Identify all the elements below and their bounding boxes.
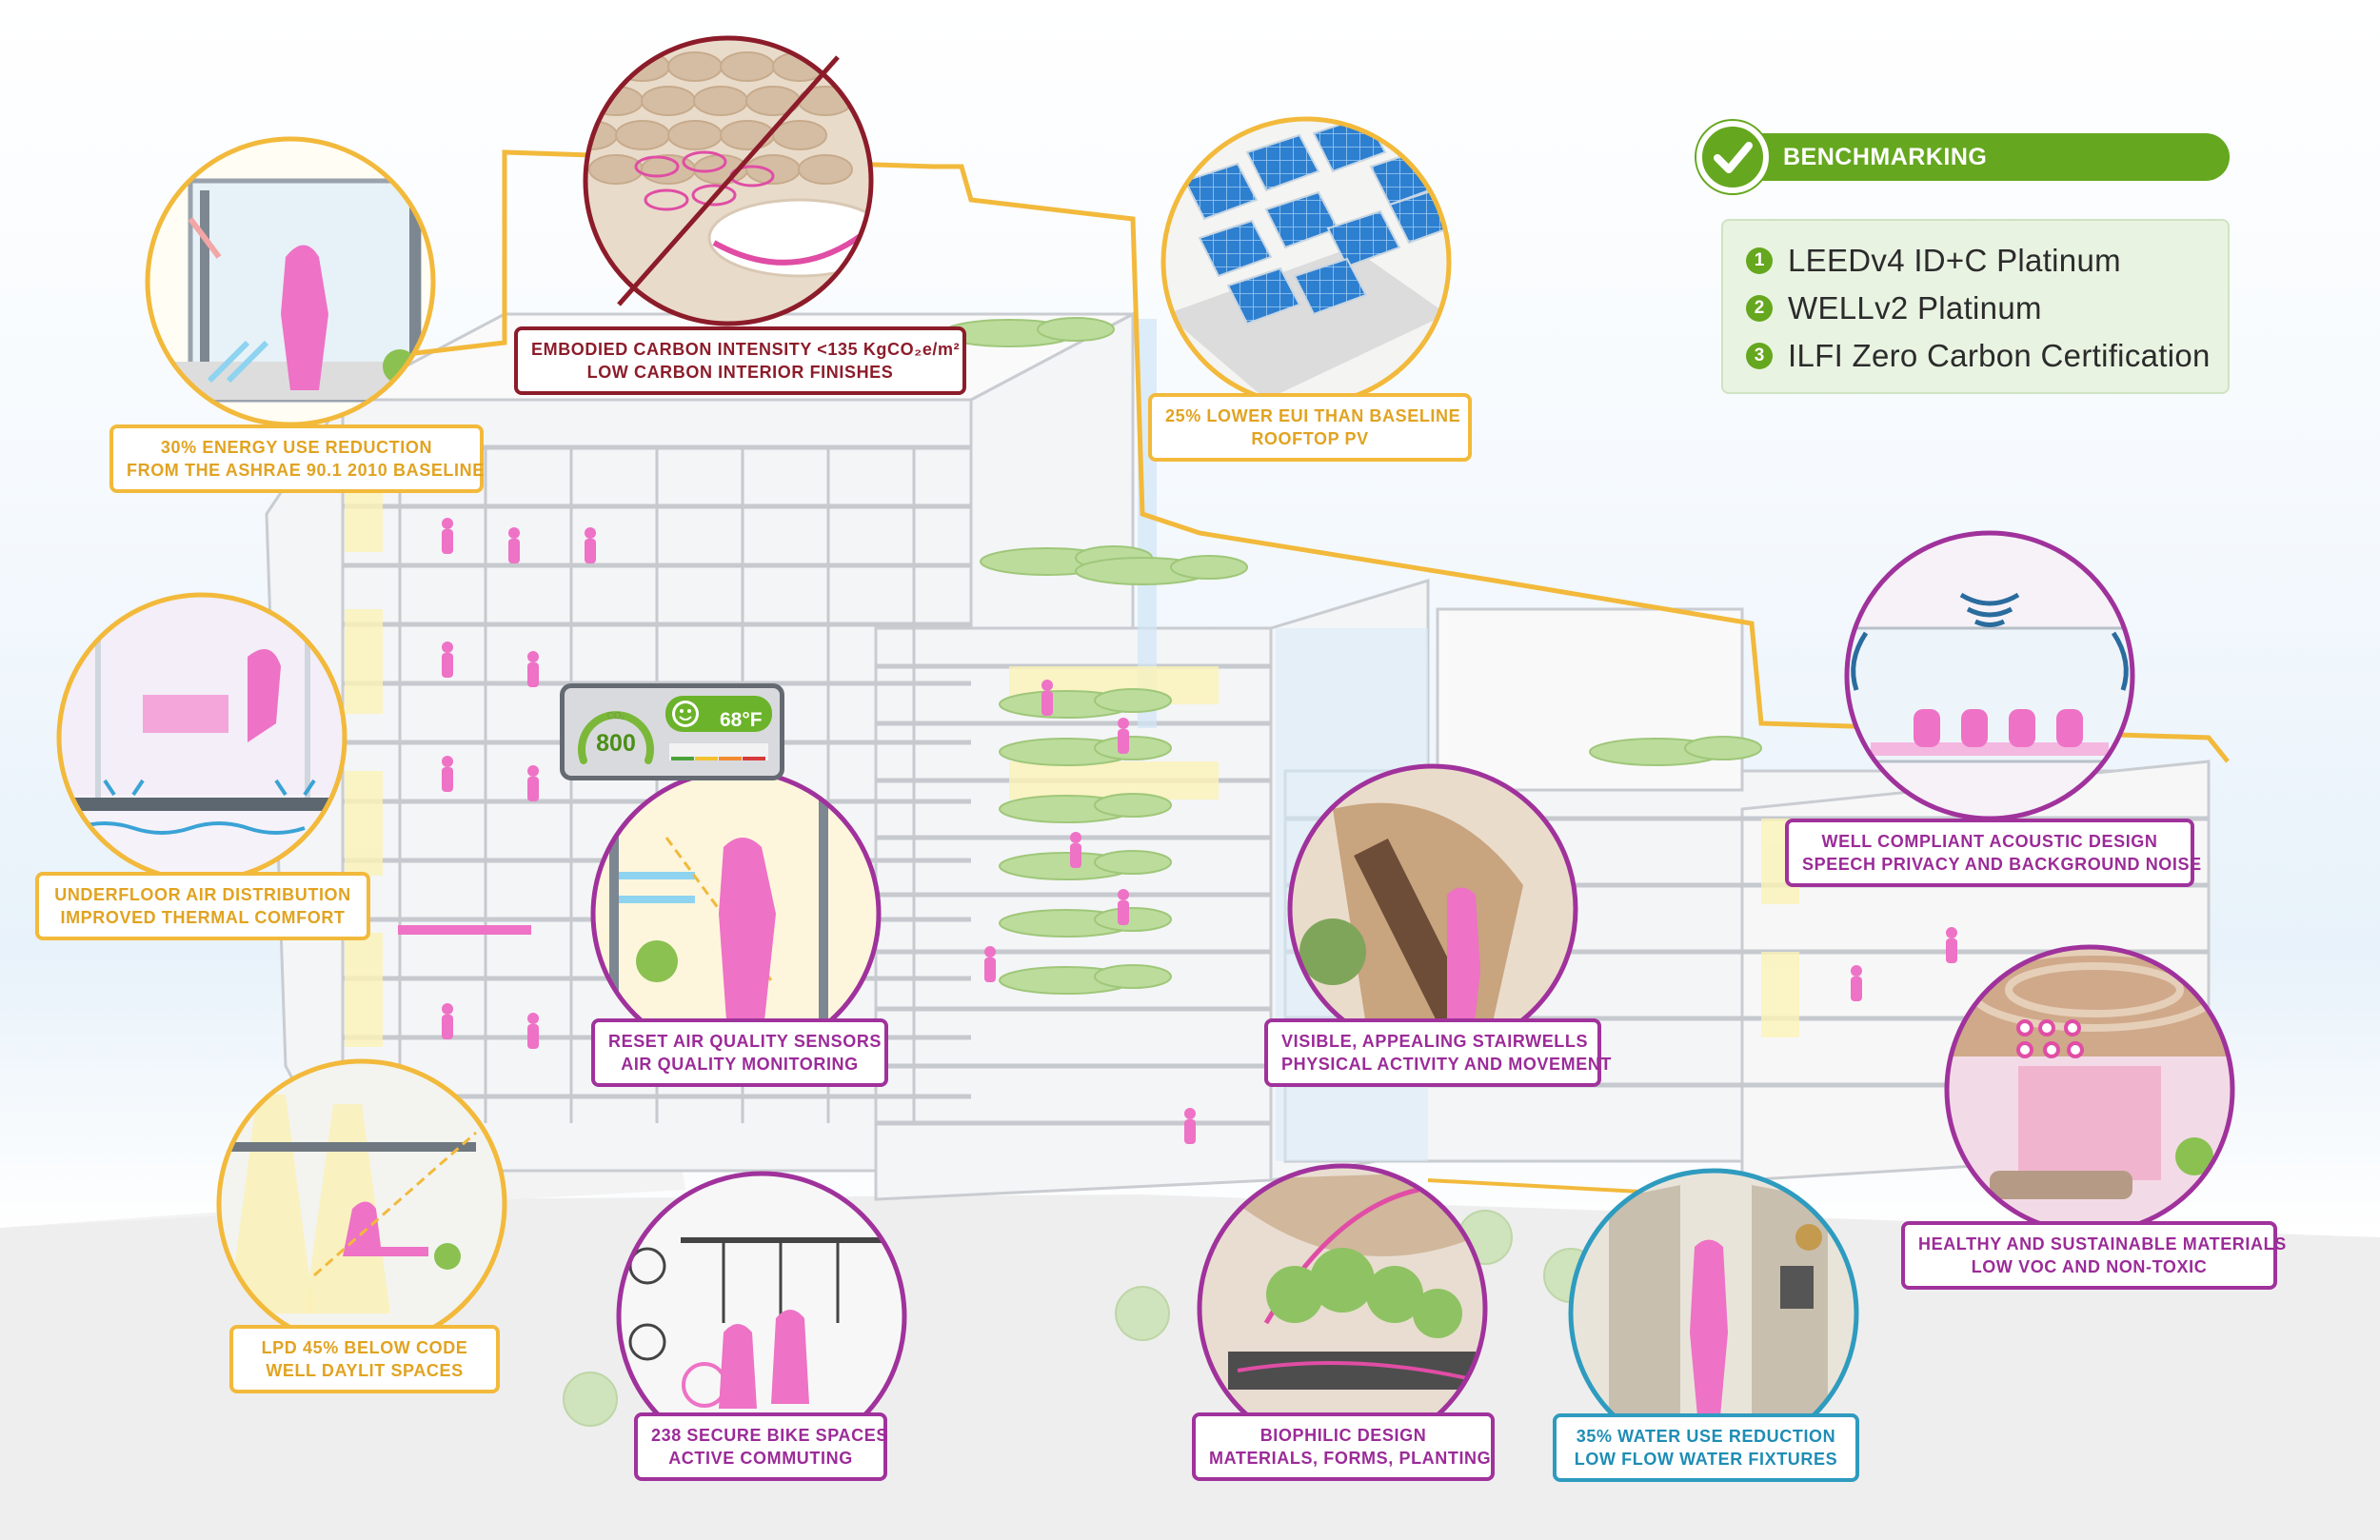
bike-storage-vignette bbox=[616, 1171, 907, 1462]
lpd-callout: LPD 45% BELOW CODE WELL DAYLIT SPACES bbox=[229, 1325, 500, 1393]
co2-label: CO₂ bbox=[606, 711, 625, 721]
lighting-vignette bbox=[216, 1058, 507, 1350]
embodied-carbon-vignette bbox=[583, 35, 874, 326]
benchmarking-header: BENCHMARKING bbox=[1701, 133, 2230, 181]
benchmark-text: ILFI Zero Carbon Certification bbox=[1788, 338, 2211, 373]
benchmark-item-leed: 1 LEEDv4 ID+C Platinum bbox=[1746, 242, 2121, 280]
acoustic-callout: WELL COMPLIANT ACOUSTIC DESIGN SPEECH PR… bbox=[1785, 819, 2201, 887]
number-badge: 1 bbox=[1746, 247, 1773, 274]
water-fixtures-vignette bbox=[1568, 1168, 1859, 1459]
co2-value: 800 bbox=[596, 730, 636, 757]
acoustic-vignette bbox=[1844, 530, 2135, 821]
air-quality-vignette bbox=[590, 768, 882, 1059]
embodied-carbon-callout: EMBODIED CARBON INTENSITY <135 KgCO₂e/m²… bbox=[514, 326, 966, 395]
benchmark-item-well: 2 WELLv2 Platinum bbox=[1746, 289, 2042, 327]
stairwell-vignette bbox=[1287, 763, 1578, 1055]
checkmark-icon bbox=[1696, 121, 1769, 193]
benchmark-item-ilfi: 3 ILFI Zero Carbon Certification bbox=[1746, 337, 2211, 375]
sound-wave-icon bbox=[1851, 592, 2129, 691]
energy-vignette bbox=[145, 136, 436, 427]
biophilic-vignette bbox=[1197, 1163, 1488, 1454]
benchmark-text: WELLv2 Platinum bbox=[1788, 290, 2042, 326]
air-quality-sensor: CO₂ 800 68°F bbox=[560, 683, 784, 780]
energy-reduction-callout: 30% ENERGY USE REDUCTION FROM THE ASHRAE… bbox=[109, 424, 484, 493]
underfloor-air-callout: UNDERFLOOR AIR DISTRIBUTION IMPROVED THE… bbox=[35, 872, 370, 940]
water-reduction-callout: 35% WATER USE REDUCTION LOW FLOW WATER F… bbox=[1553, 1413, 1859, 1482]
bike-spaces-callout: 238 SECURE BIKE SPACES ACTIVE COMMUTING bbox=[634, 1412, 887, 1481]
rooftop-pv-vignette bbox=[1160, 116, 1452, 407]
temperature-readout: 68°F bbox=[720, 709, 763, 731]
underfloor-air-vignette bbox=[56, 592, 347, 883]
eui-callout: 25% LOWER EUI THAN BASELINE ROOFTOP PV bbox=[1148, 393, 1472, 462]
materials-callout: HEALTHY AND SUSTAINABLE MATERIALS LOW VO… bbox=[1901, 1221, 2286, 1290]
number-badge: 3 bbox=[1746, 343, 1773, 369]
air-quality-callout: RESET AIR QUALITY SENSORS AIR QUALITY MO… bbox=[591, 1018, 888, 1087]
benchmark-text: LEEDv4 ID+C Platinum bbox=[1788, 243, 2121, 278]
co2-gauge-icon bbox=[578, 696, 772, 764]
stairwells-callout: VISIBLE, APPEALING STAIRWELLS PHYSICAL A… bbox=[1264, 1018, 1611, 1087]
benchmarking-list: 1 LEEDv4 ID+C Platinum 2 WELLv2 Platinum… bbox=[1721, 219, 2230, 394]
benchmarking-title: BENCHMARKING bbox=[1783, 144, 1988, 170]
number-badge: 2 bbox=[1746, 295, 1773, 322]
biophilic-callout: BIOPHILIC DESIGN MATERIALS, FORMS, PLANT… bbox=[1192, 1412, 1495, 1481]
